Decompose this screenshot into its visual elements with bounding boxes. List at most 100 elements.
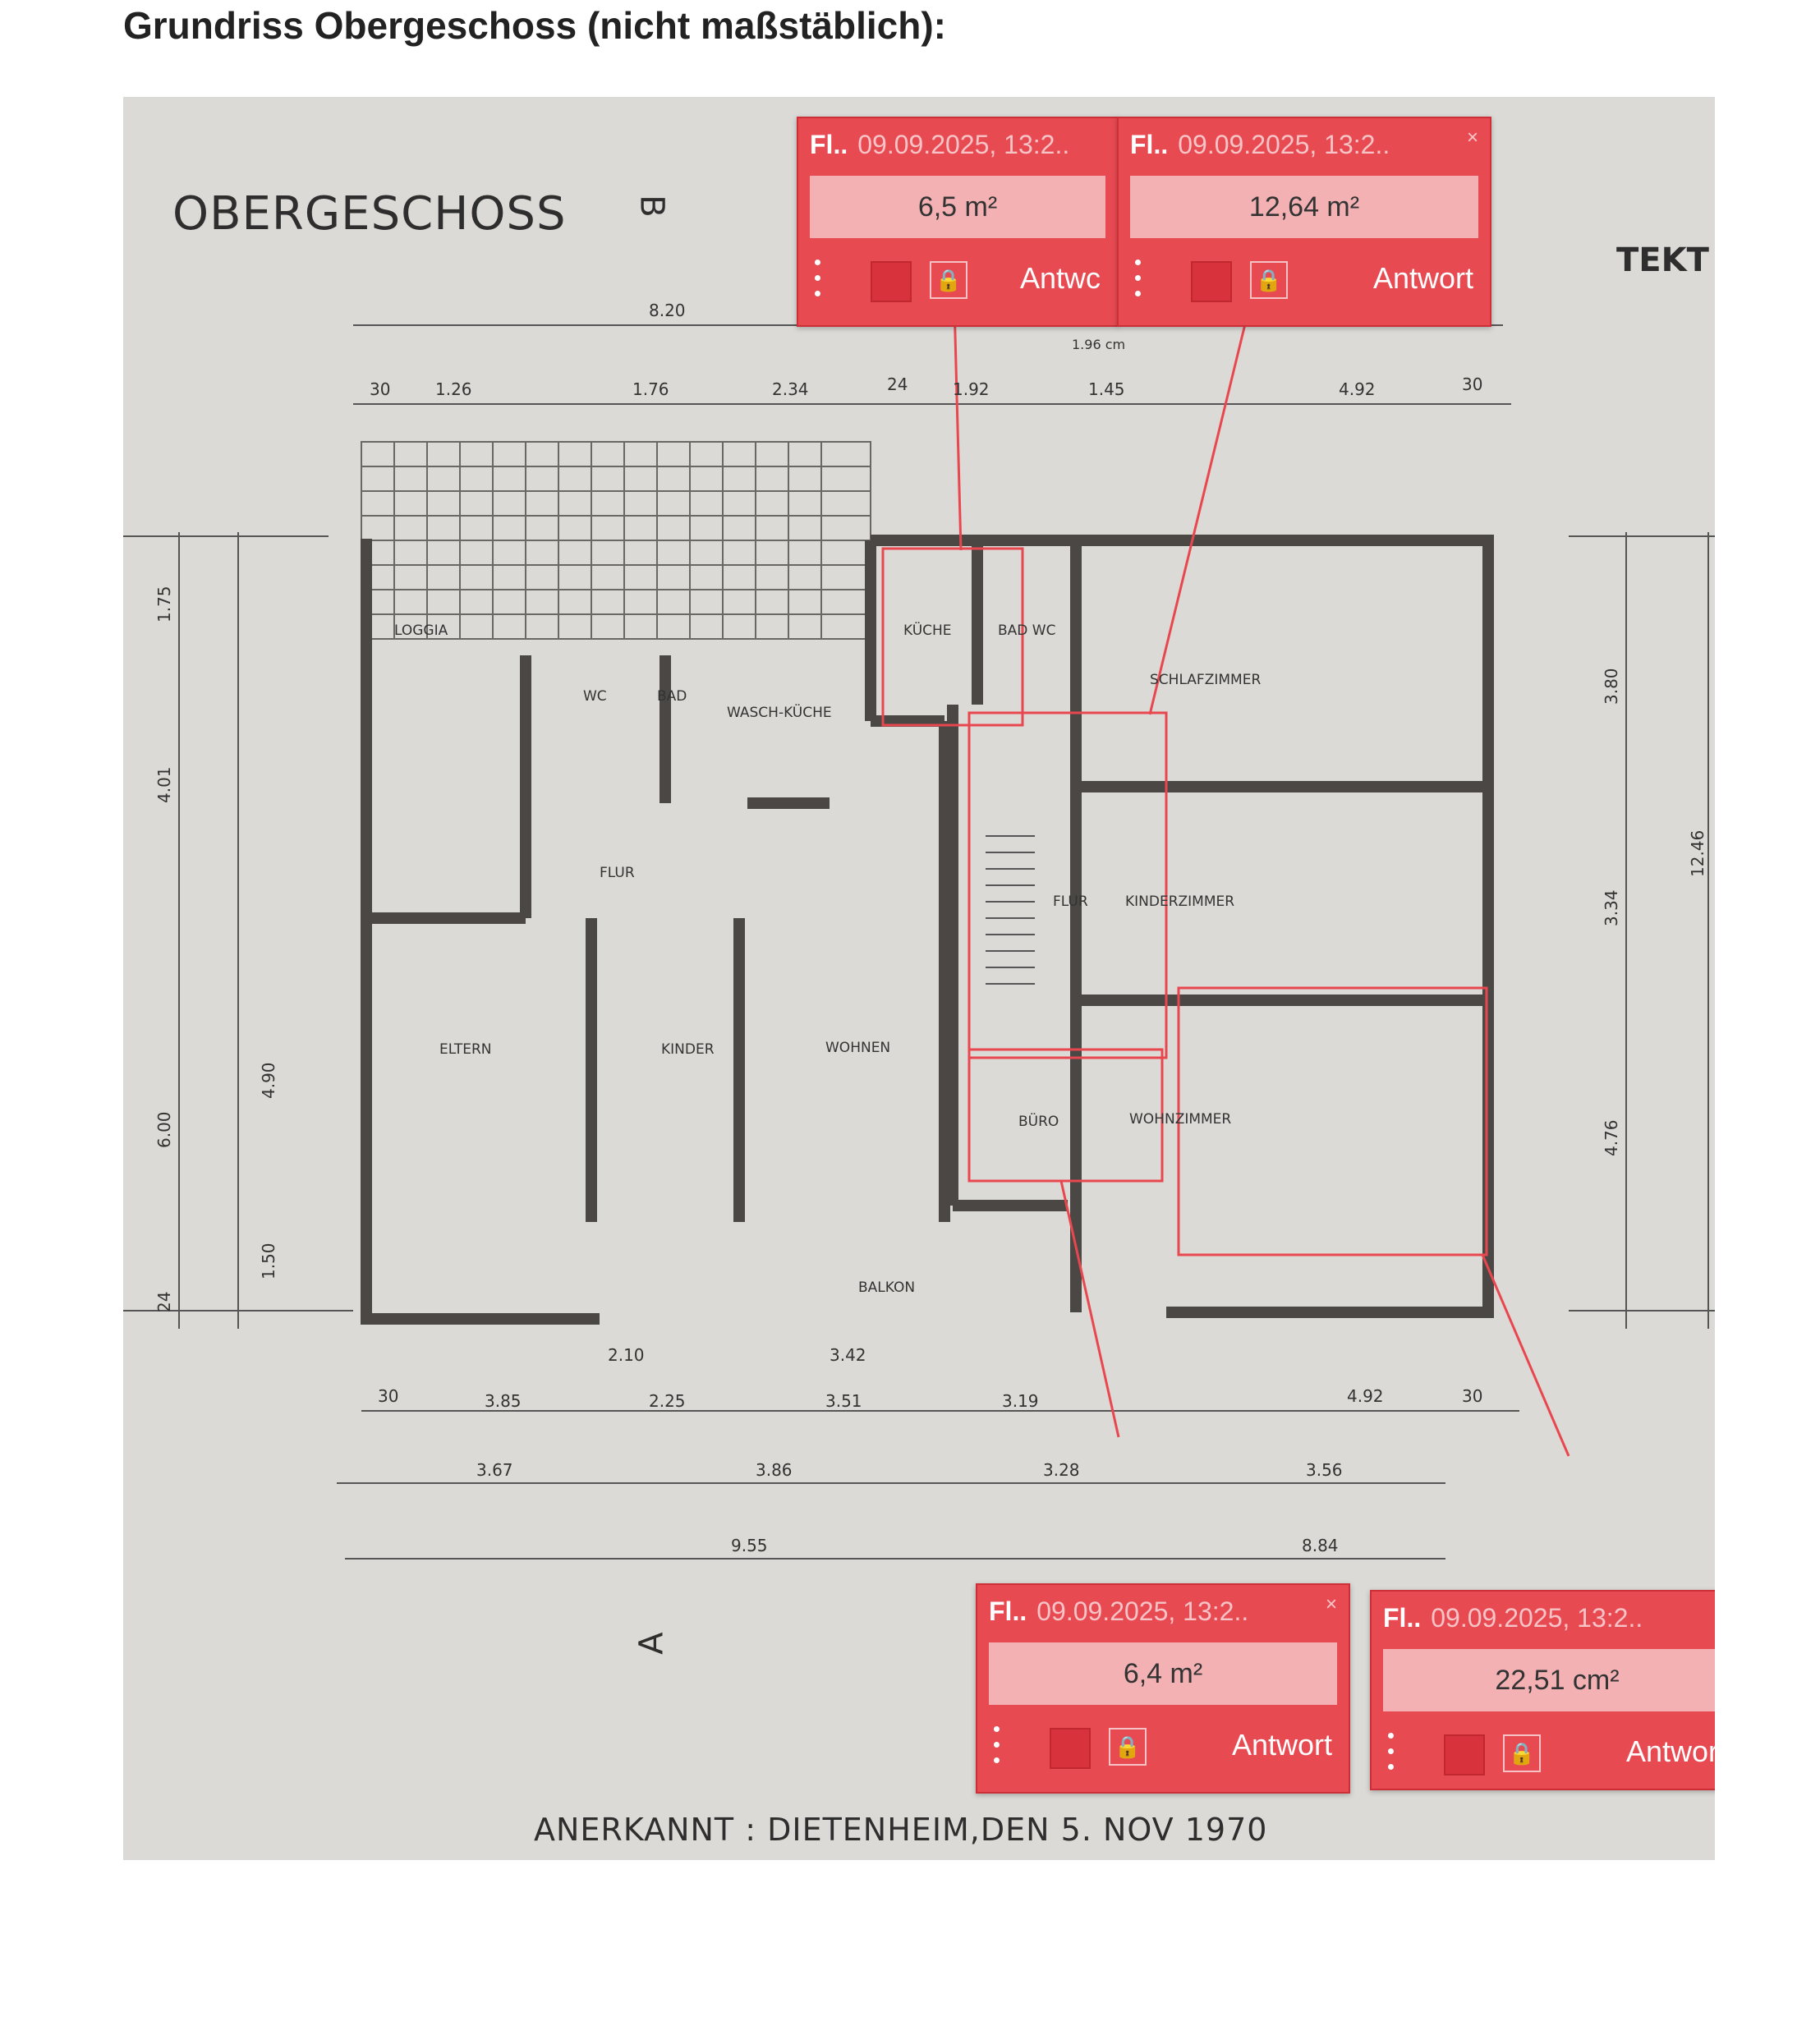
room-label: ELTERN (439, 1041, 492, 1058)
annotation-outlines (881, 303, 1570, 1457)
room-label: BALKON (858, 1279, 916, 1296)
close-icon[interactable]: × (1466, 126, 1478, 149)
area-annotation-popup[interactable]: Fl.. 09.09.2025, 13:2.. × 6,4 m² 🔒 Antwor… (976, 1583, 1350, 1794)
annotation-clip: Fl..09.09.2025, 13:2.. × 22,51 cm² 🔒 Ant… (1365, 1583, 1715, 1798)
dimension-label: 3.86 (756, 1460, 793, 1480)
room-label: BAD (657, 688, 687, 705)
area-annotation-popup[interactable]: Fl..09.09.2025, 13:2.. × 22,51 cm² 🔒 Ant… (1370, 1590, 1715, 1790)
dimension-label: 3.42 (830, 1345, 866, 1365)
lock-icon[interactable]: 🔒 (1250, 261, 1288, 299)
options-icon[interactable] (815, 260, 821, 297)
dimension-label: 9.55 (731, 1536, 768, 1555)
reply-button[interactable]: Antwort (1372, 261, 1473, 295)
dimension-label: 2.10 (608, 1345, 645, 1365)
dimension-label: 1.92 (953, 379, 990, 399)
dimension-label: 1.45 (1088, 379, 1125, 399)
dimension-label: 8.20 (649, 301, 686, 320)
loggia-grid (361, 441, 871, 640)
dimension-lines (123, 324, 1715, 1560)
dimension-label: 30 (378, 1386, 399, 1406)
annotation-type: Fl.. (810, 130, 848, 159)
color-swatch-icon[interactable] (871, 261, 912, 302)
annotation-toolbar: 🔒 Antwort (1130, 250, 1478, 307)
color-swatch-icon[interactable] (1191, 261, 1232, 302)
annotation-toolbar: 🔒 Antwc (810, 250, 1105, 307)
room-label: FLUR (600, 865, 635, 881)
walls (361, 535, 1494, 1325)
close-icon[interactable]: × (1325, 1593, 1337, 1615)
room-label: LOGGIA (394, 622, 448, 639)
reply-button[interactable]: Antwc (1019, 261, 1101, 295)
dimension-label: 30 (1462, 374, 1483, 394)
annotation-date: 09.09.2025, 13:2.. (1036, 1596, 1249, 1626)
annotation-date: 09.09.2025, 13:2.. (1431, 1603, 1643, 1633)
dimension-label: 3.51 (825, 1391, 862, 1411)
dimension-label: 3.19 (1002, 1391, 1039, 1411)
document-heading: Grundriss Obergeschoss (nicht maßstäblic… (123, 4, 946, 47)
dimension-label: 30 (370, 379, 391, 399)
room-label: KINDERZIMMER (1125, 893, 1235, 910)
dimension-label: 12.46 (1688, 829, 1707, 877)
room-label: WOHNEN (825, 1040, 891, 1056)
options-icon[interactable] (1388, 1733, 1395, 1771)
floor-plan-drawing (123, 303, 1715, 1560)
dimension-label: 6.00 (154, 1111, 174, 1148)
dimension-label: 1.75 (154, 586, 174, 622)
dimension-label: 24 (887, 374, 908, 394)
annotation-value-field[interactable]: 6,4 m² (989, 1642, 1337, 1705)
annotation-header: Fl.. 09.09.2025, 13:2.. (1130, 130, 1390, 160)
reply-button[interactable]: Antwort (1625, 1734, 1715, 1768)
options-icon[interactable] (994, 1726, 1000, 1764)
room-label: SCHLAFZIMMER (1150, 672, 1262, 688)
dimension-label: 4.92 (1339, 379, 1376, 399)
dimension-label: 2.25 (649, 1391, 686, 1411)
section-marker-b: B (632, 195, 671, 218)
annotation-header: Fl..09.09.2025, 13:2.. (810, 130, 1069, 160)
color-swatch-icon[interactable] (1444, 1734, 1485, 1775)
annotation-toolbar: 🔒 Antwort (1383, 1723, 1715, 1780)
dimension-label: 1.76 (632, 379, 669, 399)
annotation-date: 09.09.2025, 13:2.. (1178, 130, 1390, 159)
dimension-label: 24 (154, 1291, 174, 1312)
options-icon[interactable] (1135, 260, 1142, 297)
annotation-value-field[interactable]: 22,51 cm² (1383, 1649, 1715, 1711)
room-label: WC (583, 688, 607, 705)
lock-icon[interactable]: 🔒 (1503, 1734, 1541, 1772)
floor-plan-image: OBERGESCHOSS TEKT B A ANERKANNT : DIETEN… (123, 97, 1715, 1860)
area-annotation-popup[interactable]: Fl..09.09.2025, 13:2.. 6,5 m² 🔒 Antwc (797, 117, 1119, 327)
annotation-type: Fl.. (1130, 130, 1169, 159)
dimension-label: 4.92 (1347, 1386, 1384, 1406)
room-label: BAD WC (998, 622, 1056, 639)
room-label: WASCH-KÜCHE (727, 705, 832, 721)
annotation-type: Fl.. (1383, 1603, 1422, 1633)
annotation-toolbar: 🔒 Antwort (989, 1716, 1337, 1774)
dimension-label: 4.76 (1602, 1119, 1621, 1156)
plan-title: OBERGESCHOSS (172, 187, 567, 241)
dimension-label: 2.34 (772, 379, 809, 399)
dimension-label: 3.56 (1306, 1460, 1343, 1480)
dimension-label: 3.80 (1602, 668, 1621, 705)
dimension-label: 3.28 (1043, 1460, 1080, 1480)
plan-title-right: TEKT (1616, 241, 1709, 279)
lock-icon[interactable]: 🔒 (930, 261, 967, 299)
dimension-label: 3.85 (485, 1391, 522, 1411)
room-label: KINDER (661, 1041, 715, 1058)
lock-icon[interactable]: 🔒 (1109, 1728, 1147, 1766)
dimension-label: 1.96 cm (1072, 337, 1126, 352)
dimension-label: 30 (1462, 1386, 1483, 1406)
annotation-value-field[interactable]: 6,5 m² (810, 176, 1105, 238)
dimension-label: 8.84 (1302, 1536, 1339, 1555)
color-swatch-icon[interactable] (1050, 1728, 1091, 1769)
plan-approval-stamp: ANERKANNT : DIETENHEIM,DEN 5. NOV 1970 (534, 1812, 1268, 1848)
room-label: KÜCHE (903, 622, 952, 639)
reply-button[interactable]: Antwort (1231, 1728, 1332, 1762)
annotation-type: Fl.. (989, 1596, 1027, 1626)
annotation-header: Fl.. 09.09.2025, 13:2.. (1383, 1603, 1643, 1633)
section-marker-a: A (632, 1632, 671, 1655)
dimension-label: 1.50 (259, 1243, 278, 1279)
room-label: FLUR (1053, 893, 1088, 910)
annotation-value-field[interactable]: 12,64 m² (1130, 176, 1478, 238)
area-annotation-popup[interactable]: Fl.. 09.09.2025, 13:2.. × 12,64 m² 🔒 Antw… (1117, 117, 1491, 327)
dimension-label: 4.90 (259, 1062, 278, 1099)
room-label: BÜRO (1018, 1114, 1059, 1130)
